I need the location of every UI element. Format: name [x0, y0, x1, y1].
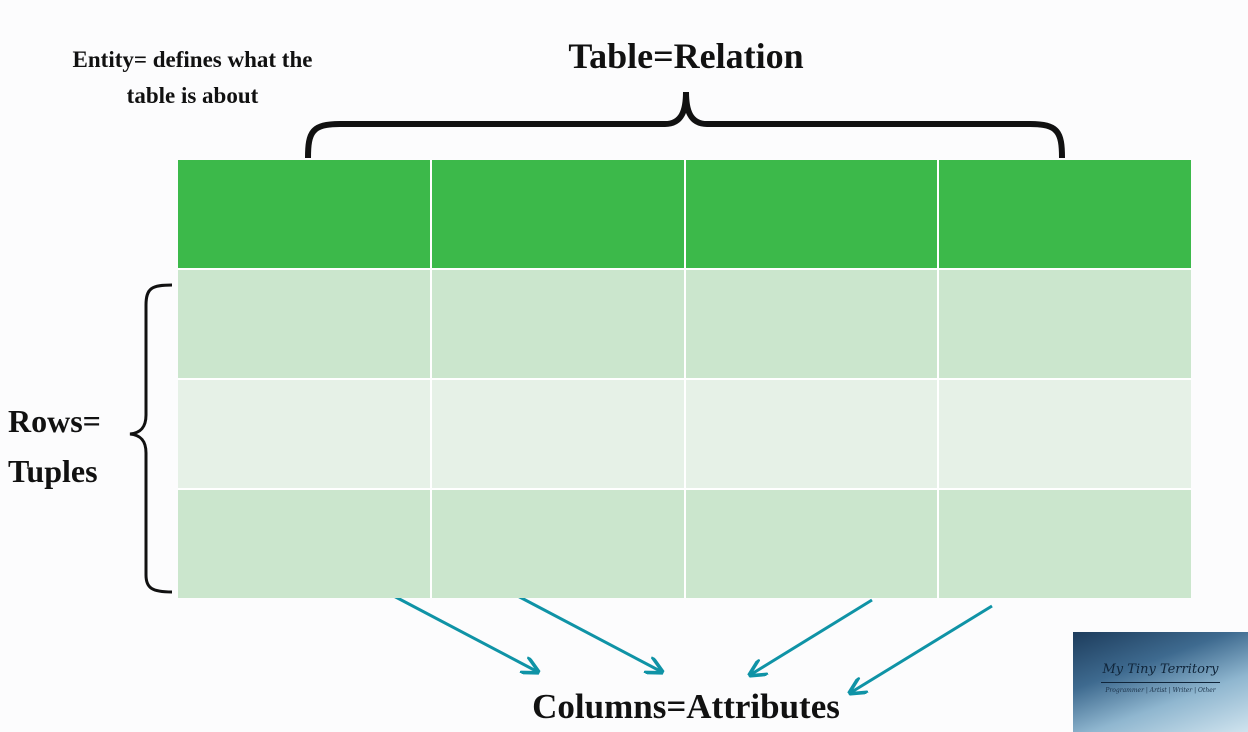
- table-cell: [939, 380, 1191, 488]
- logo-divider: [1101, 682, 1220, 683]
- rows-label-line2: Tuples: [8, 453, 98, 489]
- entity-label-line1: Entity= defines what the: [72, 47, 313, 72]
- table-cell: [178, 270, 430, 378]
- table-relation-label: Table=Relation: [568, 36, 804, 76]
- table-cell: [685, 490, 938, 598]
- table-cell: [431, 270, 684, 378]
- header-cell: [685, 160, 938, 268]
- top-brace: [305, 91, 1065, 159]
- header-cell: [178, 160, 430, 268]
- logo-subtitle: Programmer | Artist | Writer | Other: [1105, 687, 1216, 694]
- table-cell: [431, 490, 684, 598]
- arrow-4: [850, 604, 993, 693]
- arrow-3: [750, 598, 873, 675]
- header-cell: [939, 160, 1191, 268]
- table-cell: [685, 270, 938, 378]
- table-cell: [178, 380, 430, 488]
- watermark-logo: My Tiny Territory Programmer | Artist | …: [1073, 632, 1248, 732]
- logo-title: My Tiny Territory: [1102, 662, 1219, 677]
- arrow-2: [511, 591, 662, 672]
- table-cell: [685, 380, 938, 488]
- header-cell: [431, 160, 684, 268]
- columns-attributes-label: Columns=Attributes: [532, 687, 840, 726]
- rows-tuples-label: Rows= Tuples: [8, 396, 101, 496]
- table-cell: [178, 490, 430, 598]
- arrow-1: [387, 591, 538, 672]
- table-cell: [431, 380, 684, 488]
- relation-table: [178, 160, 1191, 598]
- table-cell: [939, 490, 1191, 598]
- left-brace: [129, 283, 173, 594]
- rows-label-line1: Rows=: [8, 403, 101, 439]
- entity-label: Entity= defines what the table is about: [20, 42, 365, 114]
- table-cell: [939, 270, 1191, 378]
- entity-label-line2: table is about: [126, 83, 259, 108]
